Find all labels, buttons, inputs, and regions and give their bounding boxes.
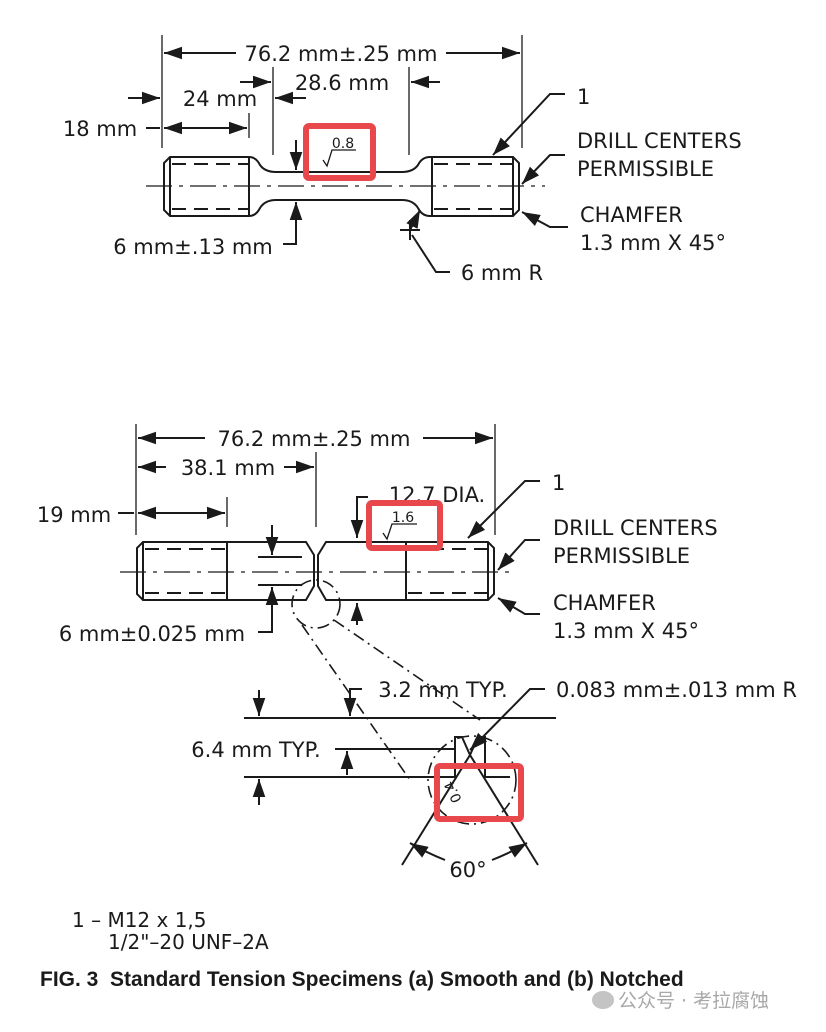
- dim-fillet-radius: 6 mm R: [461, 261, 543, 285]
- dim-leader: [350, 496, 368, 538]
- dim-notch-depth: 6.4 mm TYP.: [191, 738, 320, 762]
- notch-detail: 6.4 mm TYP. 3.2 mm TYP. 0.083 mm±.013 mm…: [191, 678, 797, 882]
- notched-specimen: 76.2 mm±.25 mm 38.1 mm 19 mm 6 mm±0.025 …: [37, 424, 718, 781]
- surface-finish-value: 0.4: [442, 778, 466, 805]
- dim-notch-position: 38.1 mm: [181, 456, 275, 480]
- callout-leader: [467, 480, 540, 539]
- watermark-text: 公众号 · 考拉腐蚀: [618, 990, 770, 1012]
- dim-arrow: [406, 209, 421, 231]
- drill-centers-label: PERMISSIBLE: [577, 157, 714, 181]
- dim-leader: [411, 234, 450, 273]
- detail-circle-enlarged: [427, 735, 517, 825]
- highlight-box: [303, 123, 376, 181]
- surface-finish-value: 0.8: [332, 136, 354, 152]
- projection-line: [301, 624, 411, 781]
- angle-arc: [409, 842, 446, 861]
- dim-thread-length: 18 mm: [63, 117, 137, 141]
- dim-notch-angle: 60°: [449, 858, 486, 882]
- surface-finish-symbol: [382, 523, 417, 541]
- surface-finish-symbol: [322, 149, 356, 168]
- dim-notch-root-radius: 0.083 mm±.013 mm R: [556, 678, 797, 702]
- drill-centers-label: DRILL CENTERS: [553, 516, 718, 540]
- dim-notch-width: 3.2 mm TYP.: [378, 678, 507, 702]
- dim-reduced-section: 28.6 mm: [295, 71, 389, 95]
- callout-leader: [497, 539, 540, 571]
- angle-arc: [491, 842, 528, 861]
- surface-finish-value: 1.6: [392, 510, 414, 526]
- chamfer-label: 1.3 mm X 45°: [580, 231, 726, 255]
- dim-leader: [258, 620, 273, 633]
- thread-note-line2: 1/2"–20 UNF–2A: [108, 930, 269, 954]
- dim-grip-offset: 24 mm: [183, 87, 257, 111]
- chamfer-label: CHAMFER: [553, 591, 656, 615]
- callout-leader: [497, 597, 540, 615]
- highlight-box: [366, 500, 443, 551]
- angle-line: [469, 754, 539, 866]
- dim-notch-root-diameter: 6 mm±0.025 mm: [59, 622, 245, 646]
- dim-thread-length: 19 mm: [37, 503, 111, 527]
- callout-thread-number: 1: [552, 471, 565, 495]
- wechat-icon: [592, 991, 614, 1009]
- projection-line: [333, 619, 481, 721]
- watermark: 公众号 · 考拉腐蚀: [592, 986, 769, 1013]
- highlight-box: [434, 763, 524, 822]
- callout-leader: [521, 211, 568, 228]
- dim-overall-length: 76.2 mm±.25 mm: [218, 427, 411, 451]
- dim-leader: [343, 688, 362, 716]
- figure-caption: FIG. 3 Standard Tension Specimens (a) Sm…: [40, 968, 684, 991]
- dim-overall-length: 76.2 mm±.25 mm: [245, 42, 438, 66]
- dim-leader: [283, 232, 297, 245]
- drill-centers-label: DRILL CENTERS: [577, 129, 742, 153]
- drill-centers-label: PERMISSIBLE: [553, 544, 690, 568]
- chamfer-label: 1.3 mm X 45°: [553, 619, 699, 643]
- thread-note-line1: 1 – M12 x 1,5: [72, 908, 207, 932]
- smooth-specimen: 76.2 mm±.25 mm 28.6 mm 24 mm 18 mm 0.8: [63, 35, 742, 285]
- detail-circle: [291, 579, 341, 629]
- callout-leader: [469, 688, 545, 751]
- callout-leader: [521, 154, 565, 185]
- chamfer-label: CHAMFER: [580, 203, 683, 227]
- dim-gauge-diameter: 6 mm±.13 mm: [113, 235, 273, 259]
- callout-thread-number: 1: [577, 85, 590, 109]
- specimen-outline-left: [136, 541, 315, 601]
- callout-leader: [492, 93, 565, 156]
